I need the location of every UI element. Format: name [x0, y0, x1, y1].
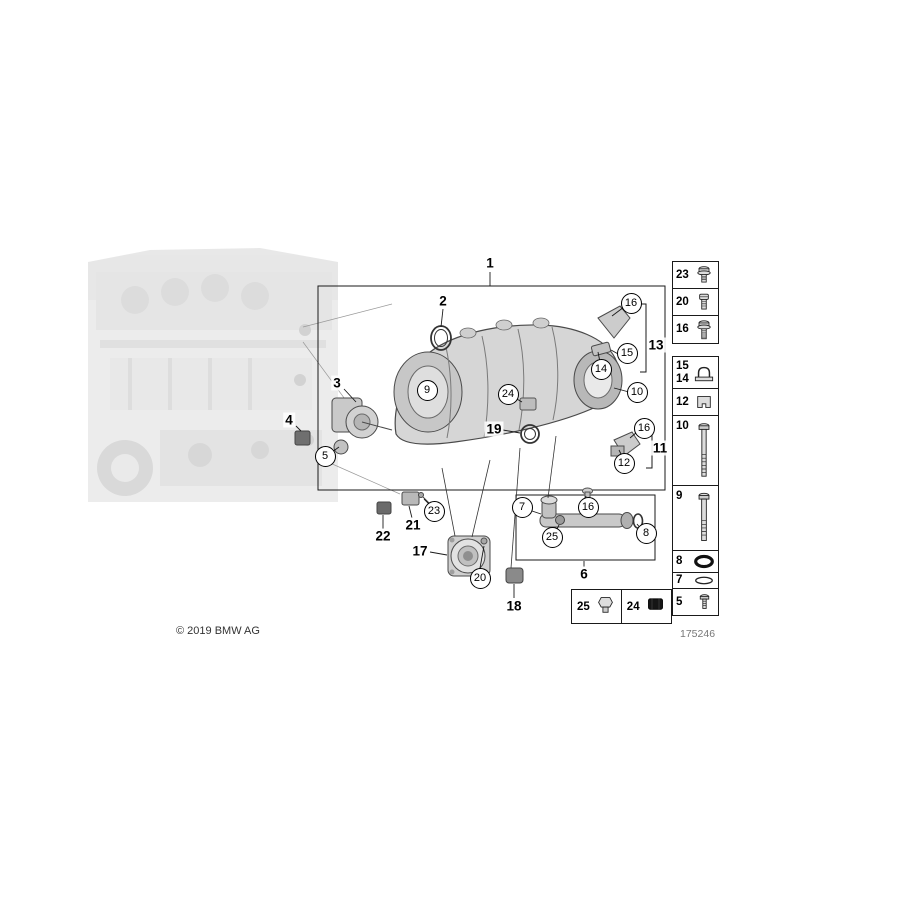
part-label-19[interactable]: 19 [484, 421, 504, 437]
part-label-18[interactable]: 18 [504, 598, 524, 614]
pipe-assembly-6 [539, 487, 644, 529]
callout-25[interactable]: 25 [541, 526, 563, 548]
callout-16[interactable]: 16 [620, 292, 642, 314]
legend-number: 10 [676, 420, 689, 432]
callout-16[interactable]: 16 [633, 417, 655, 439]
part-label-6[interactable]: 6 [578, 566, 590, 582]
hex-flange-bolt-icon [690, 316, 718, 343]
part-label-17[interactable]: 17 [410, 543, 430, 559]
bracket-parts-13 [590, 305, 631, 357]
damper-18 [505, 567, 524, 584]
part-label-4[interactable]: 4 [283, 412, 295, 428]
rubber-mount-4 [294, 430, 311, 446]
legend-number: 9 [676, 490, 683, 502]
footer-part-25[interactable]: 25 [571, 589, 622, 624]
callout-16[interactable]: 16 [577, 496, 599, 518]
legend-row-7[interactable]: 7 [672, 572, 719, 589]
callout-8[interactable]: 8 [635, 522, 657, 544]
footer-part-24[interactable]: 24 [620, 589, 672, 624]
bracket-parts-11 [610, 431, 641, 457]
pan-head-screw-icon [690, 589, 718, 615]
legend-number: 7 [676, 574, 683, 586]
legend-row-8[interactable]: 8 [672, 550, 719, 573]
legend-row-9[interactable]: 9 [672, 485, 719, 551]
o-ring-19 [520, 424, 540, 444]
screw-23-part [418, 492, 430, 504]
hex-flange-bolt-short-icon [690, 262, 718, 288]
long-bolt-2-icon [690, 486, 718, 550]
callout-9[interactable]: 9 [416, 379, 438, 401]
callout-23[interactable]: 23 [423, 500, 445, 522]
footer-part-number: 24 [626, 600, 640, 613]
callout-20[interactable]: 20 [469, 567, 491, 589]
part-label-11[interactable]: 11 [650, 440, 670, 456]
clamp-icon [690, 357, 718, 388]
diagram-number: 175246 [680, 628, 716, 640]
legend-row-20[interactable]: 20 [672, 288, 719, 316]
legend-row-10[interactable]: 10 [672, 415, 719, 486]
actuator-unit-3 [331, 397, 393, 455]
callout-10[interactable]: 10 [626, 381, 648, 403]
copyright-text: © 2019 BMW AG [176, 625, 260, 637]
sensor-21 [401, 491, 420, 506]
part-label-1[interactable]: 1 [484, 255, 496, 271]
assembly-box-1 [317, 285, 666, 491]
callout-14[interactable]: 14 [590, 358, 612, 380]
throttle-screw-20 [480, 537, 488, 545]
o-ring-thin-icon [690, 573, 718, 588]
o-ring-icon [690, 551, 718, 572]
callout-24[interactable]: 24 [497, 383, 519, 405]
callout-7[interactable]: 7 [511, 496, 533, 518]
legend-row-16[interactable]: 16 [672, 315, 719, 344]
legend-row-5[interactable]: 5 [672, 588, 719, 616]
footer-parts-legend: 25 24 [571, 589, 672, 624]
long-bolt-icon [690, 416, 718, 485]
mount-22 [376, 501, 392, 515]
plug-screw-icon [595, 595, 616, 619]
legend-number: 23 [676, 268, 689, 281]
part-label-21[interactable]: 21 [403, 517, 423, 533]
manifold-sensor-boss [519, 397, 537, 411]
callout-15[interactable]: 15 [616, 342, 638, 364]
bracket-13 [640, 303, 647, 373]
engine-block-ghost [88, 248, 338, 502]
part-label-22[interactable]: 22 [373, 528, 393, 544]
footer-part-number: 25 [577, 600, 590, 613]
legend-row-23[interactable]: 23 [672, 261, 719, 289]
pipe-plug-25 [555, 515, 565, 525]
callout-12[interactable]: 12 [613, 452, 635, 474]
legend-number: 5 [676, 595, 683, 608]
legend-number: 16 [676, 323, 689, 335]
o-ring-2 [430, 325, 452, 351]
callout-5[interactable]: 5 [314, 445, 336, 467]
legend-number: 8 [676, 555, 683, 567]
part-label-13[interactable]: 13 [646, 337, 666, 353]
legend-number: 12 [676, 395, 689, 408]
legend-row-12[interactable]: 12 [672, 388, 719, 416]
actuator-screw-5 [333, 439, 349, 455]
legend-number: 20 [676, 295, 689, 308]
clip-icon [690, 389, 718, 415]
cheese-head-screw-icon [690, 289, 718, 315]
part-label-2[interactable]: 2 [437, 293, 449, 309]
rubber-mount-icon [645, 595, 666, 618]
part-label-3[interactable]: 3 [331, 375, 343, 391]
